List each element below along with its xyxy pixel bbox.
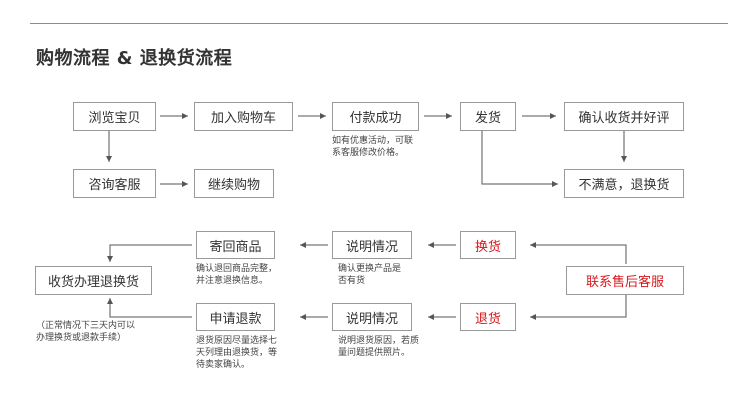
pay-note: 如有优惠活动，可联 系客服修改价格。 bbox=[332, 136, 414, 158]
arrow-contact-to-exchange bbox=[530, 242, 627, 264]
arrow-contact-to-refund bbox=[530, 295, 627, 320]
step-browse: 浏览宝贝 bbox=[73, 102, 156, 131]
step-consult-service: 咨询客服 bbox=[73, 169, 156, 198]
step-unsatisfied-return: 不满意，退换货 bbox=[564, 169, 684, 198]
arrow-apply-to-receive bbox=[107, 298, 192, 318]
step-confirm-receipt: 确认收货并好评 bbox=[564, 102, 684, 131]
step-pay-success: 付款成功 bbox=[332, 102, 419, 131]
step-explain-exchange: 说明情况 bbox=[332, 231, 412, 259]
arrow-ship-to-unsatisfied bbox=[481, 131, 558, 187]
step-ship: 发货 bbox=[460, 102, 516, 131]
step-contact-after-sales: 联系售后客服 bbox=[566, 266, 684, 295]
top-divider bbox=[30, 23, 728, 24]
exchange-note: 确认更换产品是 否有货 bbox=[338, 264, 402, 286]
step-add-cart: 加入购物车 bbox=[194, 102, 293, 131]
step-apply-refund: 申请退款 bbox=[196, 303, 275, 331]
step-receive-process: 收货办理退换货 bbox=[35, 266, 152, 295]
arrow-sendback-to-receive bbox=[107, 244, 192, 262]
refund-note: 说明退货原因，若质 量问题提供照片。 bbox=[338, 336, 420, 358]
apply-refund-note: 退货原因尽量选择七 天列理由退换货，等 待卖家确认。 bbox=[196, 336, 278, 370]
receive-note: （正常情况下三天内可以 办理换货或退款手续） bbox=[36, 321, 136, 343]
step-continue-shopping: 继续购物 bbox=[194, 169, 274, 198]
step-exchange: 换货 bbox=[460, 231, 516, 259]
step-refund: 退货 bbox=[460, 303, 516, 331]
send-back-note: 确认退回商品完整， 并注意退换信息。 bbox=[196, 264, 278, 286]
step-explain-refund: 说明情况 bbox=[332, 303, 412, 331]
page-title: 购物流程 & 退换货流程 bbox=[36, 48, 233, 69]
step-send-back: 寄回商品 bbox=[196, 231, 275, 259]
